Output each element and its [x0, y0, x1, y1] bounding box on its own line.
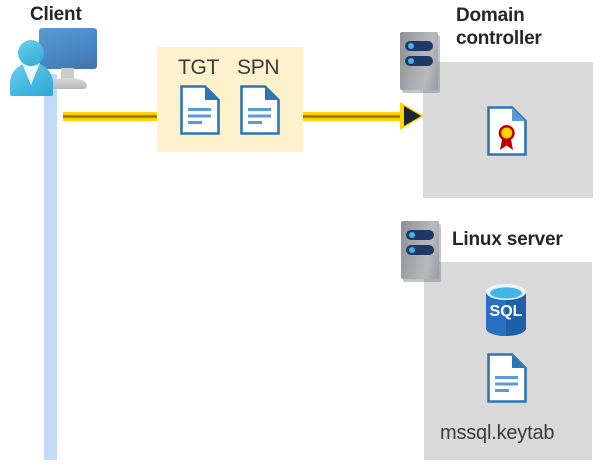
domain-controller-server-icon	[400, 32, 438, 90]
server-led-icon	[409, 232, 415, 238]
server-led-icon	[409, 247, 415, 253]
spn-label: SPN	[237, 56, 280, 79]
server-bay-icon	[405, 56, 433, 66]
monitor-neck-icon	[61, 68, 74, 81]
server-led-icon	[408, 58, 414, 64]
user-collar-icon	[22, 63, 40, 85]
keytab-document-icon	[487, 353, 527, 408]
flow-arrow-head-icon	[404, 106, 421, 126]
tgt-label: TGT	[178, 56, 220, 79]
server-bay-icon	[406, 245, 434, 255]
flow-arrow-segment-right	[303, 112, 406, 121]
server-bay-icon	[405, 41, 433, 51]
server-led-icon	[408, 43, 414, 49]
spn-document-icon	[240, 85, 280, 140]
client-label: Client	[30, 4, 82, 25]
domain-controller-label: Domain controller	[456, 5, 542, 49]
monitor-base-icon	[49, 78, 87, 89]
sql-icon-text: SQL	[490, 303, 523, 320]
server-bay-icon	[406, 230, 434, 240]
certificate-document-icon	[487, 106, 527, 161]
user-head-icon	[18, 40, 44, 66]
tgt-document-icon	[180, 85, 220, 140]
client-computer-icon	[6, 26, 98, 96]
keytab-file-label: mssql.keytab	[440, 422, 555, 444]
monitor-screen-icon	[39, 28, 97, 69]
sql-database-icon: SQL	[482, 282, 530, 338]
linux-server-label: Linux server	[452, 229, 563, 250]
client-lifeline	[44, 74, 57, 460]
linux-server-icon	[401, 221, 439, 279]
flow-arrow-segment-left	[63, 112, 157, 121]
